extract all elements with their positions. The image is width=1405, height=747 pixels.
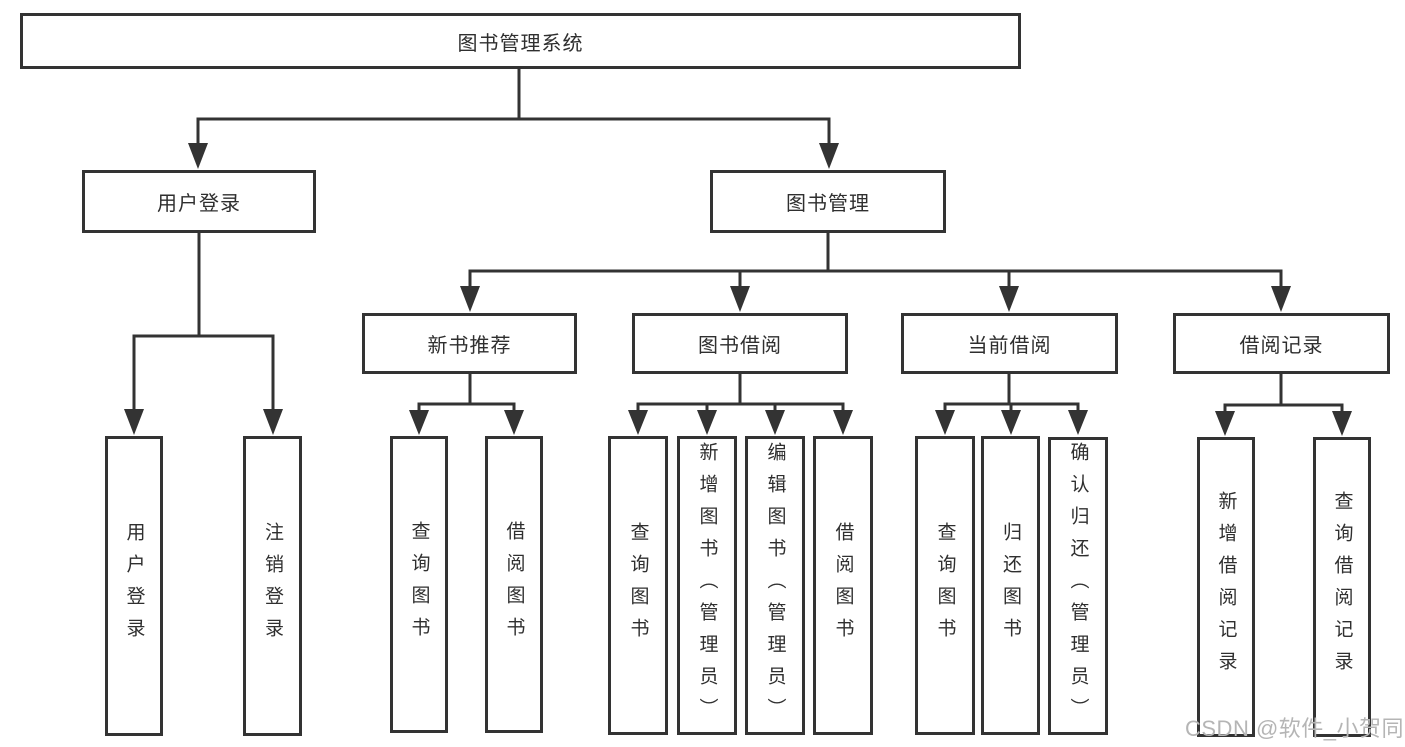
arrowhead-down-icon <box>697 410 717 435</box>
node-label: 图书借阅 <box>698 335 782 357</box>
arrowhead-down-icon <box>263 409 283 435</box>
node-label: 借阅记录 <box>1239 335 1324 357</box>
leaf-user-login: 用户登录 <box>105 436 163 736</box>
arrowhead-down-icon <box>935 410 955 435</box>
node-label: 查询图书 <box>408 520 430 649</box>
csdn-watermark: CSDN @软件_小贺同学 <box>1185 716 1405 741</box>
leaf-logout: 注销登录 <box>243 436 302 736</box>
node-label: 新书推荐 <box>427 335 512 357</box>
node-current-borrow: 当前借阅 <box>901 313 1118 374</box>
node-label: 借阅图书 <box>503 520 525 649</box>
connector-lines <box>132 67 1344 412</box>
node-label: 图书管理系统 <box>457 32 584 55</box>
node-book-borrow: 图书借阅 <box>632 313 848 374</box>
arrowhead-down-icon <box>999 286 1019 312</box>
leaf-current-confirm-return-admin: 确认归还（管理员） <box>1048 437 1108 735</box>
leaf-recommend-borrow-books: 借阅图书 <box>485 436 543 733</box>
node-label: 查询图书 <box>627 521 649 650</box>
node-label: 用户登录 <box>157 193 241 215</box>
arrowhead-down-icon <box>1271 286 1291 312</box>
leaf-current-query-books: 查询图书 <box>915 436 975 735</box>
node-label: 用户登录 <box>123 522 145 650</box>
arrowhead-down-icon <box>409 410 429 435</box>
node-borrow-records: 借阅记录 <box>1173 313 1390 374</box>
arrowhead-down-icon <box>730 286 750 312</box>
arrowhead-down-icon <box>124 409 144 435</box>
leaf-recommend-query-books: 查询图书 <box>390 436 448 733</box>
node-label: 归还图书 <box>1000 521 1021 650</box>
leaf-borrow-add-books-admin: 新增图书（管理员） <box>677 436 737 735</box>
arrowhead-down-icon <box>628 410 648 435</box>
arrowhead-down-icon <box>1001 410 1021 435</box>
arrowhead-down-icon <box>1332 411 1352 436</box>
arrowhead-down-icon <box>460 286 480 312</box>
node-book-management: 图书管理 <box>710 170 946 233</box>
leaf-records-add-record: 新增借阅记录 <box>1197 437 1255 737</box>
leaf-records-query-record: 查询借阅记录 <box>1313 437 1371 737</box>
arrowheads <box>124 143 1352 436</box>
node-label: 编辑图书（管理员） <box>764 441 786 730</box>
node-label: 查询借阅记录 <box>1331 491 1353 683</box>
leaf-borrow-query-books: 查询图书 <box>608 436 668 735</box>
leaf-borrow-borrow-books: 借阅图书 <box>813 436 873 735</box>
node-label: 图书管理 <box>786 193 870 215</box>
node-label: 新增图书（管理员） <box>696 441 718 730</box>
arrowhead-down-icon <box>1215 411 1235 436</box>
arrowhead-down-icon <box>504 410 524 435</box>
node-label: 借阅图书 <box>832 521 854 650</box>
node-label: 确认归还（管理员） <box>1067 442 1089 730</box>
node-label: 注销登录 <box>262 522 283 650</box>
arrowhead-down-icon <box>833 410 853 435</box>
node-library-management-system: 图书管理系统 <box>20 13 1021 69</box>
arrowhead-down-icon <box>765 410 785 435</box>
node-label: 查询图书 <box>934 521 956 650</box>
arrowhead-down-icon <box>819 143 839 169</box>
leaf-current-return-books: 归还图书 <box>981 436 1040 735</box>
arrowhead-down-icon <box>188 143 208 169</box>
node-label: 当前借阅 <box>967 335 1052 357</box>
leaf-borrow-edit-books-admin: 编辑图书（管理员） <box>745 436 805 735</box>
node-new-book-recommend: 新书推荐 <box>362 313 577 374</box>
arrowhead-down-icon <box>1068 410 1088 435</box>
node-user-login: 用户登录 <box>82 170 316 233</box>
node-label: 新增借阅记录 <box>1215 491 1237 683</box>
